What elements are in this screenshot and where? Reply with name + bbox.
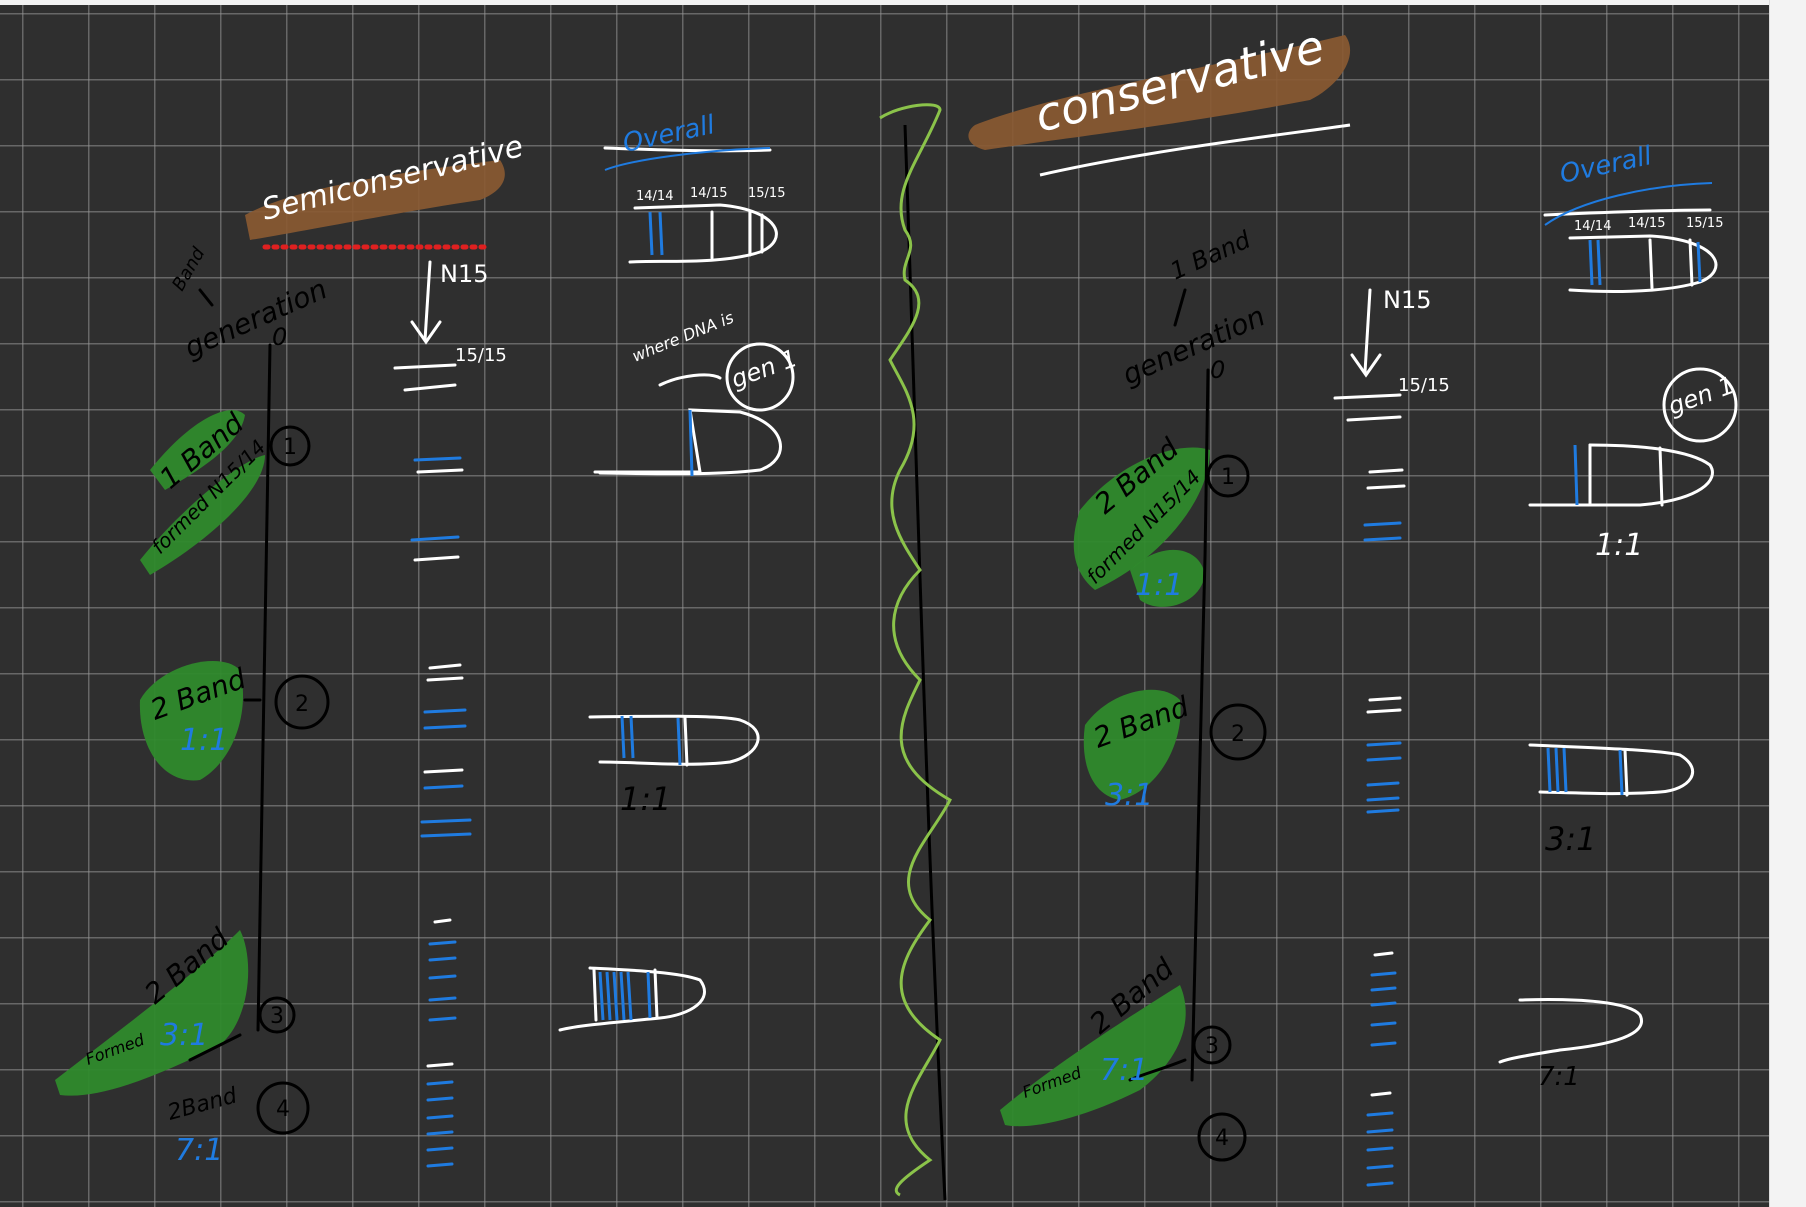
right-gen2-ratio: 3:1 bbox=[1545, 820, 1597, 858]
left-n15-a: 15/15 bbox=[455, 345, 507, 366]
right-gen3-ratio: 7:1 bbox=[1538, 1062, 1580, 1092]
right-mark-2: 2 bbox=[1231, 722, 1245, 747]
right-green-highlight-3 bbox=[1000, 985, 1186, 1127]
left-mark-1: 1 bbox=[283, 435, 297, 460]
right-gen1-tube bbox=[1528, 367, 1738, 507]
right-gen3-tube bbox=[1498, 998, 1643, 1064]
right-overall-label: Overall bbox=[1557, 141, 1655, 190]
right-green-2-ratio: 3:1 bbox=[1105, 778, 1153, 813]
left-mark-3: 3 bbox=[270, 1004, 284, 1029]
top-edge bbox=[0, 0, 1806, 5]
left-gen1-band bbox=[688, 409, 694, 477]
left-gen2-tube bbox=[588, 714, 760, 767]
left-arrow bbox=[393, 260, 457, 392]
right-heading-underline bbox=[1039, 123, 1351, 177]
left-overall-tube-bands bbox=[604, 147, 771, 256]
right-tube-label-b: 14/15 bbox=[1628, 216, 1665, 231]
right-gen2-tube bbox=[1528, 743, 1694, 797]
right-green-1-ratio: 1:1 bbox=[1135, 568, 1183, 603]
left-gen3-tube bbox=[558, 966, 706, 1032]
whiteboard-canvas[interactable] bbox=[0, 5, 1770, 1207]
vertical-scrollbar[interactable] bbox=[1769, 0, 1806, 1207]
right-band-label: 1 Band bbox=[1166, 225, 1255, 285]
left-gen4-ratio: 7:1 bbox=[175, 1133, 223, 1168]
right-arrow bbox=[1333, 288, 1402, 422]
right-heading: conservative bbox=[1030, 19, 1330, 143]
left-band-label: Band bbox=[168, 243, 210, 294]
right-mark-1: 1 bbox=[1221, 465, 1235, 490]
left-mark-2: 2 bbox=[295, 692, 309, 717]
right-band-stacks bbox=[1363, 468, 1406, 1187]
right-tube-label-a: 14/14 bbox=[1574, 219, 1611, 234]
left-gen1-tube bbox=[593, 342, 795, 476]
left-gen3-bands bbox=[598, 971, 652, 1021]
left-generation-label: generation bbox=[179, 272, 332, 364]
right-mark-4: 4 bbox=[1215, 1126, 1229, 1151]
right-n15-a: 15/15 bbox=[1398, 375, 1450, 396]
right-gen-zero: 0 bbox=[1210, 356, 1225, 384]
right-n15-label: N15 bbox=[1383, 286, 1432, 314]
left-mark-4: 4 bbox=[276, 1097, 290, 1122]
left-green-highlight-1 bbox=[140, 410, 265, 575]
right-overall-tube-bands bbox=[1544, 182, 1713, 286]
left-overall-tube bbox=[603, 146, 778, 264]
right-green-3-ratio: 7:1 bbox=[1100, 1053, 1148, 1088]
left-n15-label: N15 bbox=[440, 260, 489, 288]
left-gen2-ratio: 1:1 bbox=[620, 780, 672, 818]
left-green-highlight-2 bbox=[139, 661, 244, 781]
left-heading-highlight bbox=[245, 160, 505, 240]
right-timeline bbox=[1128, 288, 1267, 1162]
left-gen-zero: 0 bbox=[272, 323, 287, 351]
right-green-highlight-2 bbox=[1083, 689, 1181, 800]
left-timeline bbox=[188, 288, 330, 1135]
left-gen1-note: where DNA is bbox=[629, 308, 736, 366]
left-gen4-label: 2Band bbox=[165, 1083, 241, 1126]
left-green-3-ratio: 3:1 bbox=[160, 1018, 208, 1053]
right-generation-label: generation bbox=[1117, 299, 1270, 391]
right-heading-highlight bbox=[968, 35, 1351, 150]
left-green-2-ratio: 1:1 bbox=[180, 723, 228, 758]
left-tube-label-b: 14/15 bbox=[690, 186, 727, 201]
left-gen2-bands bbox=[620, 715, 682, 766]
left-tube-label-c: 15/15 bbox=[748, 186, 785, 201]
right-gen1-ratio: 1:1 bbox=[1595, 528, 1643, 563]
right-tube-label-c: 15/15 bbox=[1686, 216, 1723, 231]
right-mark-3: 3 bbox=[1205, 1034, 1219, 1059]
left-tube-label-a: 14/14 bbox=[636, 189, 673, 204]
right-gen2-bands bbox=[1546, 747, 1624, 796]
center-divider bbox=[879, 103, 952, 1201]
right-green-highlight-1 bbox=[1073, 447, 1210, 607]
right-gen1-band bbox=[1573, 444, 1579, 506]
left-band-stacks bbox=[410, 456, 472, 1168]
